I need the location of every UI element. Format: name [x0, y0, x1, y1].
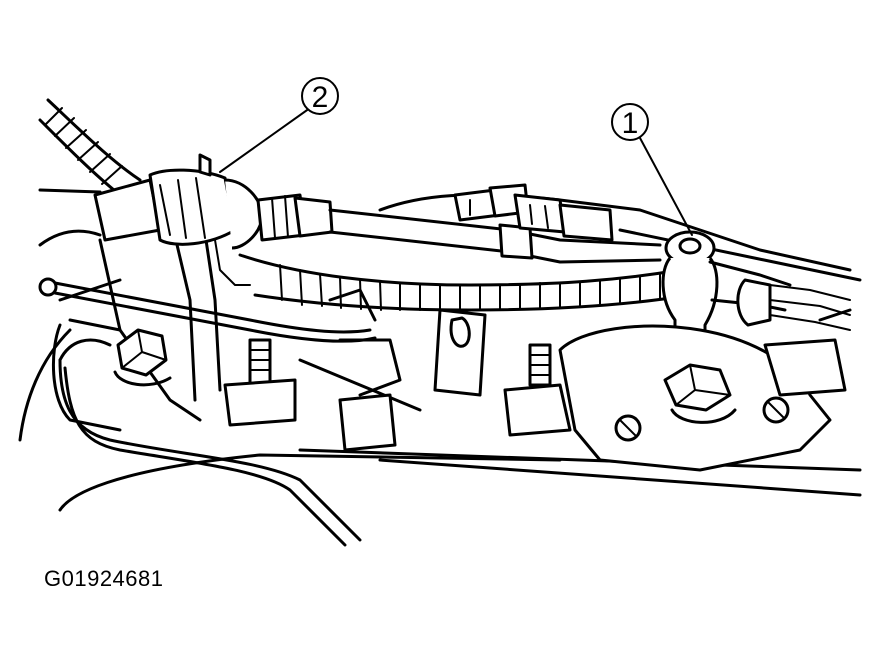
callout-1: 1 [611, 103, 693, 236]
top-connector [453, 183, 614, 242]
figure-id-label: G01924681 [44, 566, 164, 591]
right-box [763, 308, 852, 397]
left-bolt [113, 328, 172, 387]
connector-pipe [328, 208, 662, 264]
center-clip [328, 288, 487, 452]
callout-2-number: 2 [312, 81, 329, 114]
threaded-stud-right [503, 343, 572, 437]
callout-1-number: 1 [622, 107, 639, 140]
sensor-mount-flange [558, 324, 832, 472]
threaded-stud-left [223, 338, 297, 427]
upper-left-harness [38, 98, 142, 197]
fuel-tube [38, 277, 377, 547]
engine-background-lines [18, 188, 862, 512]
callout-2: 2 [219, 77, 339, 173]
connector [93, 153, 334, 286]
middle-harness [238, 253, 692, 312]
